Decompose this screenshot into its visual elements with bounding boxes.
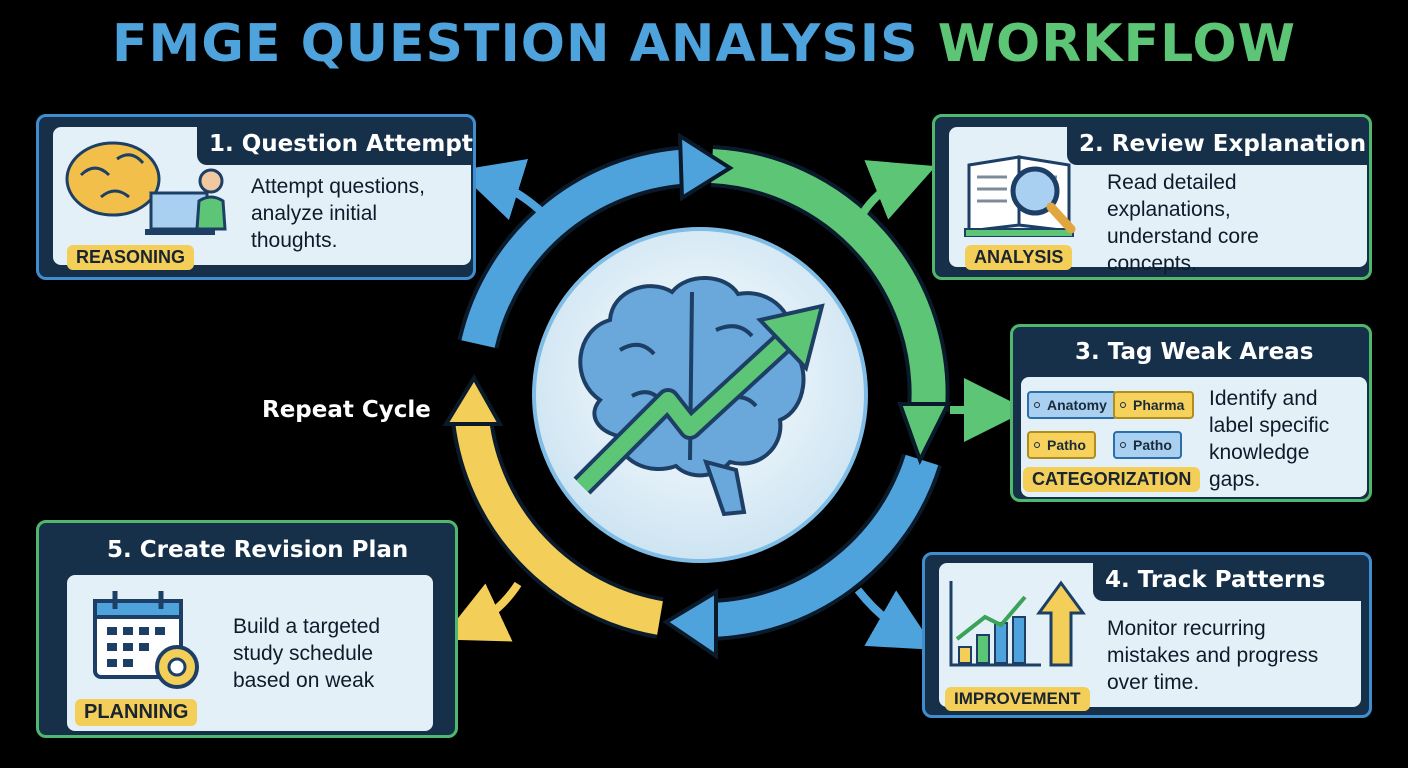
step3-badge: CATEGORIZATION xyxy=(1023,467,1201,492)
step2-header-bg xyxy=(1067,125,1369,165)
book-magnifier-icon xyxy=(964,155,1076,237)
connector-to-step2 xyxy=(856,160,936,221)
step2-desc-line: explanations, xyxy=(1107,198,1231,221)
step5-desc-line: based on weak xyxy=(233,669,375,692)
ring-arrowhead-1 xyxy=(677,132,734,202)
ring-arrowhead-4 xyxy=(442,374,504,426)
step3-desc-line: gaps. xyxy=(1209,468,1261,491)
title-main: FMGE QUESTION ANALYSIS xyxy=(112,14,919,74)
growth-chart-icon xyxy=(949,580,1086,667)
step-card-question-attempt: 1. Question Attempt Attempt questions, a… xyxy=(36,114,476,280)
step-card-review-explanation: 2. Review Explanation Read detailed expl… xyxy=(932,114,1372,280)
step3-desc: Identify and label specific knowledge ga… xyxy=(1209,385,1329,493)
growth-arrow-icon xyxy=(573,303,825,495)
step3-desc-line: label specific xyxy=(1209,414,1330,437)
step3-title: 3. Tag Weak Areas xyxy=(1075,339,1314,365)
title-accent: WORKFLOW xyxy=(937,14,1296,74)
step1-header-bg xyxy=(197,125,473,165)
brain-computer-icon xyxy=(65,141,227,235)
step4-desc-line: over time. xyxy=(1107,671,1200,694)
connector-to-step4 xyxy=(854,587,936,650)
step4-desc-line: Monitor recurring xyxy=(1107,617,1266,640)
step4-badge: IMPROVEMENT xyxy=(945,687,1090,711)
step5-badge: PLANNING xyxy=(75,699,198,726)
step5-desc: Build a targeted study schedule based on… xyxy=(233,613,380,694)
step4-desc-line: mistakes and progress xyxy=(1107,644,1319,667)
step2-desc-line: Read detailed xyxy=(1107,171,1237,194)
step1-badge: REASONING xyxy=(67,245,195,270)
tag-patho: Patho xyxy=(1113,431,1182,459)
step3-desc-line: knowledge xyxy=(1209,441,1310,464)
page-title: FMGE QUESTION ANALYSIS WORKFLOW xyxy=(0,14,1408,74)
tag-pharma: Pharma xyxy=(1113,391,1195,419)
step3-desc-line: Identify and xyxy=(1209,387,1318,410)
connector-to-step5 xyxy=(441,581,522,642)
tag-anatomy: Anatomy xyxy=(1027,391,1117,419)
step4-header-bg xyxy=(1093,561,1363,601)
ring-arcs xyxy=(451,145,950,641)
step4-title: 4. Track Patterns xyxy=(1105,567,1326,593)
step1-desc: Attempt questions, analyze initial thoug… xyxy=(251,173,425,254)
step-card-track-patterns: 4. Track Patterns Monitor recurring mist… xyxy=(922,552,1372,718)
step4-desc: Monitor recurring mistakes and progress … xyxy=(1107,615,1318,696)
step1-desc-line: Attempt questions, xyxy=(251,175,425,198)
step2-desc-line: understand core xyxy=(1107,225,1259,248)
step2-desc: Read detailed explanations, understand c… xyxy=(1107,169,1259,277)
step1-desc-line: analyze initial xyxy=(251,202,378,225)
step5-desc-line: study schedule xyxy=(233,642,374,665)
step5-title: 5. Create Revision Plan xyxy=(107,537,409,563)
step1-desc-line: thoughts. xyxy=(251,229,338,252)
calendar-gear-icon xyxy=(93,591,199,689)
step1-title: 1. Question Attempt xyxy=(209,131,473,157)
ring-arrowhead-3 xyxy=(662,588,718,660)
ring-arrowhead-2 xyxy=(897,402,952,466)
step2-badge: ANALYSIS xyxy=(965,245,1073,270)
step2-desc-line: concepts. xyxy=(1107,252,1197,275)
connector-to-step1 xyxy=(457,159,551,221)
repeat-cycle-label: Repeat Cycle xyxy=(262,397,431,423)
step-card-tag-weak-areas: 3. Tag Weak Areas Anatomy Pharma Patho P… xyxy=(1010,324,1372,502)
step2-title: 2. Review Explanation xyxy=(1079,131,1367,157)
step5-desc-line: Build a targeted xyxy=(233,615,381,638)
tag-patho: Patho xyxy=(1027,431,1096,459)
step-card-create-revision-plan: 5. Create Revision Plan Build a targeted… xyxy=(36,520,458,738)
